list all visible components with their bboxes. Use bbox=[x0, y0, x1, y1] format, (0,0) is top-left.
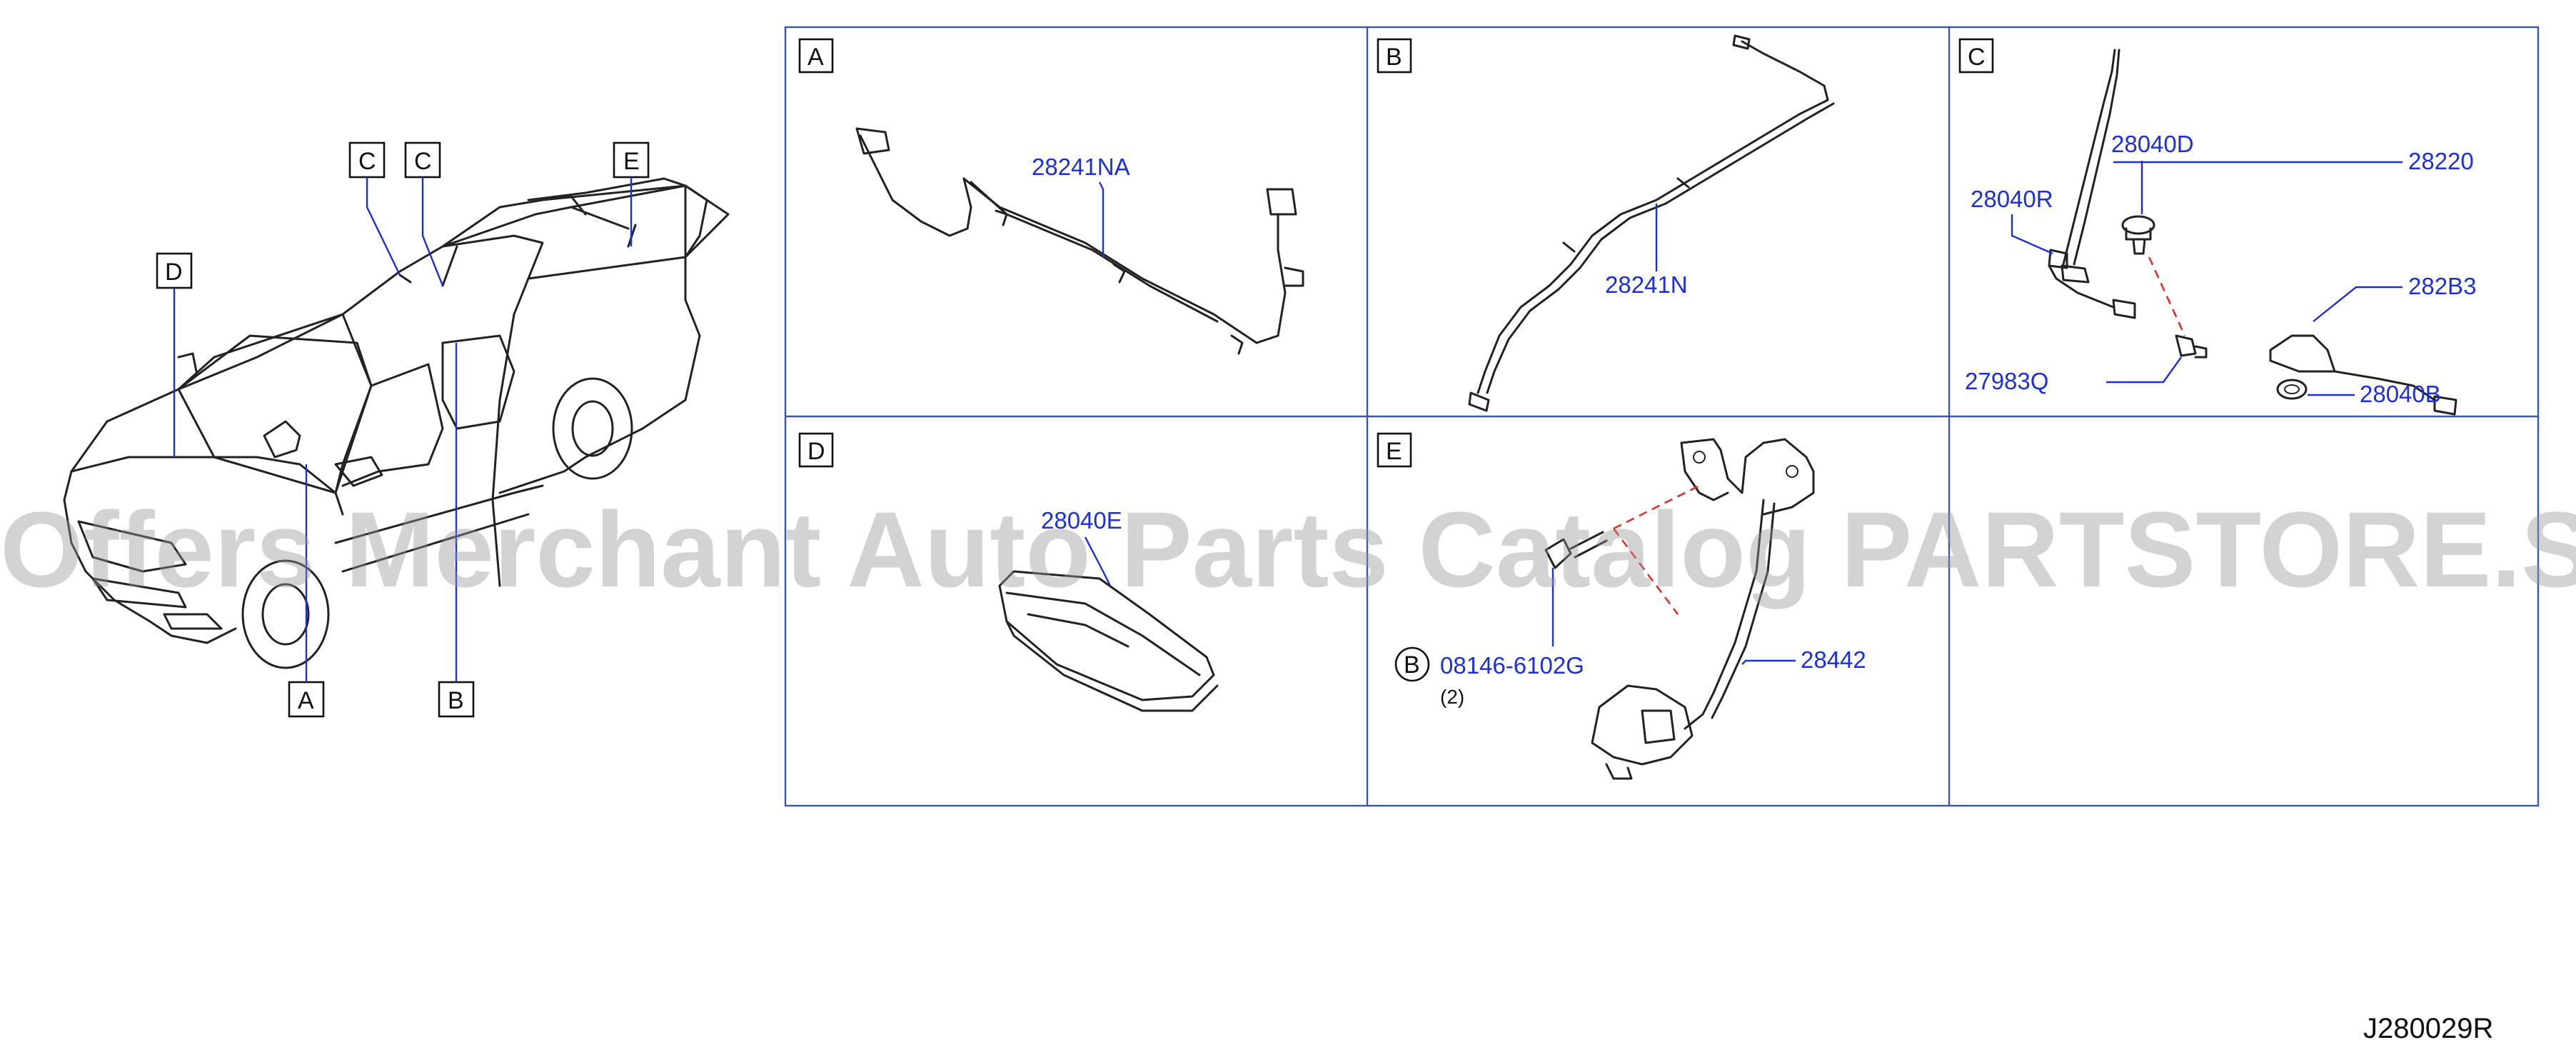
part-label-282b3[interactable]: 282B3 bbox=[2408, 273, 2476, 299]
part-label-28241na[interactable]: 28241NA bbox=[1032, 154, 1130, 180]
callout-letter: E bbox=[623, 148, 640, 175]
callout-box-d[interactable]: D bbox=[156, 252, 193, 289]
overview-leaders bbox=[173, 177, 633, 682]
part-number[interactable]: 282B3 bbox=[2408, 273, 2476, 299]
ref-circle-b[interactable]: B bbox=[1394, 646, 1430, 682]
callout-letter: A bbox=[298, 687, 314, 714]
camera-28442-drawing bbox=[1544, 438, 1815, 780]
part-label-28040d[interactable]: 28040D bbox=[2111, 131, 2194, 157]
leader-28442 bbox=[1741, 659, 1796, 665]
part-number[interactable]: 28220 bbox=[2408, 148, 2474, 174]
leader-282b3 bbox=[2313, 286, 2403, 322]
callout-box-a[interactable]: A bbox=[288, 681, 325, 718]
leader-28241na bbox=[1098, 181, 1105, 257]
part-label-28241n[interactable]: 28241N bbox=[1605, 271, 1688, 298]
part-number[interactable]: 28040R bbox=[1971, 186, 2053, 212]
cell-letter: A bbox=[807, 44, 824, 71]
dashed-assembly-line bbox=[1612, 484, 1700, 615]
harness-28241n-drawing bbox=[1468, 34, 1835, 412]
figure-code: J280029R bbox=[2363, 1013, 2494, 1044]
cell-letter: E bbox=[1386, 438, 1402, 465]
cell-c-tag: C bbox=[1958, 38, 1994, 74]
part-label-28040e[interactable]: 28040E bbox=[1041, 507, 1122, 534]
parts-grid bbox=[784, 26, 2540, 807]
antenna-parts-drawing bbox=[2048, 49, 2457, 416]
quantity-label: (2) bbox=[1440, 686, 1464, 708]
part-number[interactable]: 28040D bbox=[2111, 131, 2194, 157]
leader-28040r bbox=[2011, 214, 2053, 255]
callout-letter: B bbox=[448, 687, 464, 714]
cell-letter: C bbox=[1968, 44, 1986, 71]
ref-letter: B bbox=[1404, 651, 1420, 679]
leader-27983q bbox=[2106, 356, 2182, 384]
callout-box-c1[interactable]: C bbox=[348, 141, 386, 179]
antenna-module-28040e-drawing bbox=[998, 570, 1219, 712]
harness-28241na-drawing bbox=[855, 127, 1304, 355]
part-label-28040r[interactable]: 28040R bbox=[1971, 186, 2053, 212]
part-number[interactable]: 27983Q bbox=[1965, 368, 2048, 394]
part-number[interactable]: 28040E bbox=[1041, 507, 1122, 534]
callout-letter: C bbox=[358, 148, 376, 175]
cell-d-tag: D bbox=[798, 432, 834, 468]
part-number[interactable]: 08146-6102G bbox=[1440, 652, 1584, 679]
dashed-assembly-line bbox=[2148, 256, 2186, 336]
cell-letter: D bbox=[807, 438, 825, 465]
part-label-27983q[interactable]: 27983Q bbox=[1965, 368, 2048, 394]
part-number[interactable]: 28442 bbox=[1801, 646, 1866, 673]
part-label-28442[interactable]: 28442 bbox=[1801, 646, 1866, 673]
cell-b-tag: B bbox=[1377, 38, 1412, 74]
part-label-28040b[interactable]: 28040B bbox=[2360, 381, 2441, 407]
part-number[interactable]: 28241NA bbox=[1032, 154, 1130, 180]
part-label-08146-6102g[interactable]: 08146-6102G bbox=[1440, 652, 1584, 679]
callout-box-e[interactable]: E bbox=[613, 141, 650, 179]
callout-box-c2[interactable]: C bbox=[404, 141, 441, 179]
part-label-28220[interactable]: 28220 bbox=[2408, 148, 2474, 174]
callout-box-b[interactable]: B bbox=[438, 681, 475, 718]
cell-e-tag: E bbox=[1377, 432, 1412, 468]
vehicle-overview bbox=[63, 177, 730, 669]
cell-letter: B bbox=[1386, 44, 1402, 71]
cell-a-tag: A bbox=[798, 38, 834, 74]
part-number[interactable]: 28040B bbox=[2360, 381, 2441, 407]
part-number[interactable]: 28241N bbox=[1605, 271, 1688, 298]
callout-letter: D bbox=[165, 259, 183, 286]
leader-28040e bbox=[1084, 536, 1112, 586]
callout-letter: C bbox=[414, 148, 432, 175]
